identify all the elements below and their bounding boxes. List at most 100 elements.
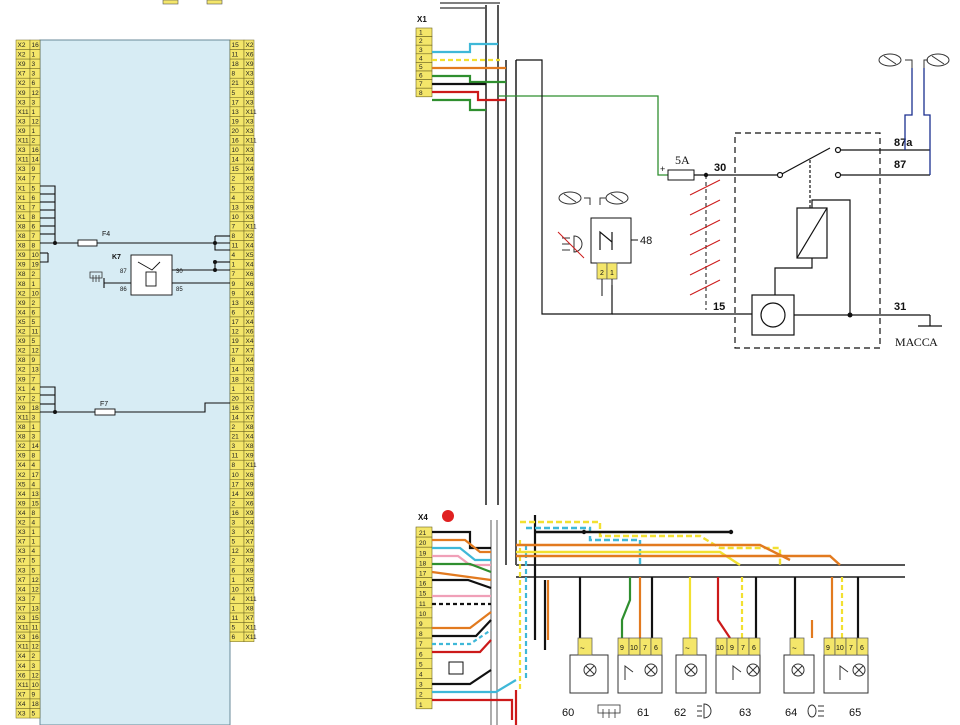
pin-connector: 18 (232, 61, 240, 68)
relay-k7 (130, 254, 173, 296)
lamp-unit-65-pin-2: 10 (836, 645, 844, 652)
pin-number: 9 (32, 691, 36, 698)
connector-pin: 1 (415, 698, 433, 710)
connector-pin-number: 20 (419, 540, 427, 547)
pin-number: 4 (32, 481, 36, 488)
pin-connector: X11 (18, 414, 29, 421)
pin-number: 9 (32, 166, 36, 173)
main-harness (440, 2, 905, 725)
block-body (39, 39, 231, 725)
connector-pin-number: 7 (419, 81, 423, 88)
pin-connector: X2 (18, 443, 26, 450)
connector-pin: 18 (415, 556, 433, 568)
pin-connector: X2 (18, 329, 26, 336)
pin-number: 13 (32, 367, 40, 374)
pin-connector: 13 (232, 300, 240, 307)
pin-connector: 17 (232, 319, 240, 326)
connector-pin-number: 21 (419, 530, 427, 537)
connector-pin: 19 (415, 546, 433, 558)
pin-number: X9 (246, 567, 254, 574)
terminal-87a: 87a (894, 137, 913, 149)
pin-connector: X8 (18, 243, 26, 250)
pin-connector: X4 (18, 663, 26, 670)
pin-number: X6 (246, 472, 254, 479)
connector-pin: 16 (415, 577, 433, 588)
pin-connector: X9 (18, 262, 26, 269)
pin-connector: 3 (232, 443, 236, 450)
pin-number: 2 (32, 138, 36, 145)
connector-pin-number: 4 (419, 55, 423, 62)
pin-number: 16 (32, 634, 40, 641)
pin-number: X9 (246, 510, 254, 517)
pin-connector: 4 (232, 195, 236, 202)
pin-number: 1 (32, 529, 36, 536)
rear-heater-icon (597, 704, 621, 718)
pin-number: 2 (32, 300, 36, 307)
pin-connector: X1 (18, 195, 26, 202)
pin-connector: 5 (232, 625, 236, 632)
fuse-5a (667, 169, 695, 181)
pin-connector: 19 (232, 118, 240, 125)
pin-connector: 13 (232, 109, 240, 116)
pin-connector: 1 (232, 577, 236, 584)
connector-x4-label: X4 (418, 513, 428, 522)
pin-number: X7 (246, 615, 254, 622)
pin-connector: 4 (232, 596, 236, 603)
lamp-unit-64-label: 64 (785, 707, 797, 719)
pin-cell: X2 6 (15, 77, 41, 88)
fog-switch (590, 217, 638, 296)
pin-number: 19 (32, 262, 40, 269)
pin-number: X6 (246, 300, 254, 307)
pin-number: X3 (246, 214, 254, 221)
pin-number: X11 (246, 138, 257, 145)
relay-k7-label: K7 (112, 254, 121, 261)
pin-connector: X7 (18, 558, 26, 565)
pin-number: 8 (32, 510, 36, 517)
pin-number: X3 (246, 147, 254, 154)
pin-connector: 10 (232, 147, 240, 154)
pin-number: X6 (246, 281, 254, 288)
pin-connector: 14 (232, 367, 240, 374)
pin-connector: 6 (232, 634, 236, 641)
pin-connector: 2 (232, 500, 236, 507)
pin-number: 15 (32, 615, 40, 622)
x4-marker (442, 510, 454, 522)
pin-number: 4 (32, 386, 36, 393)
pin-connector: X11 (18, 138, 29, 145)
connector-pin-number: 17 (419, 571, 427, 578)
pin-connector: 11 (232, 453, 239, 460)
pin-number: 6 (32, 80, 36, 87)
relay-box (734, 132, 881, 349)
pin-connector: X2 (18, 80, 26, 87)
pin-connector: X9 (18, 405, 26, 412)
pin-number: X9 (246, 548, 254, 555)
pin-number: 6 (32, 309, 36, 316)
pin-connector: X5 (18, 319, 26, 326)
pin-connector: 17 (232, 348, 240, 355)
pin-number: 5 (32, 185, 36, 192)
pin-connector: X3 (18, 147, 26, 154)
pin-number: X9 (246, 481, 254, 488)
pin-connector: 1 (232, 262, 236, 269)
